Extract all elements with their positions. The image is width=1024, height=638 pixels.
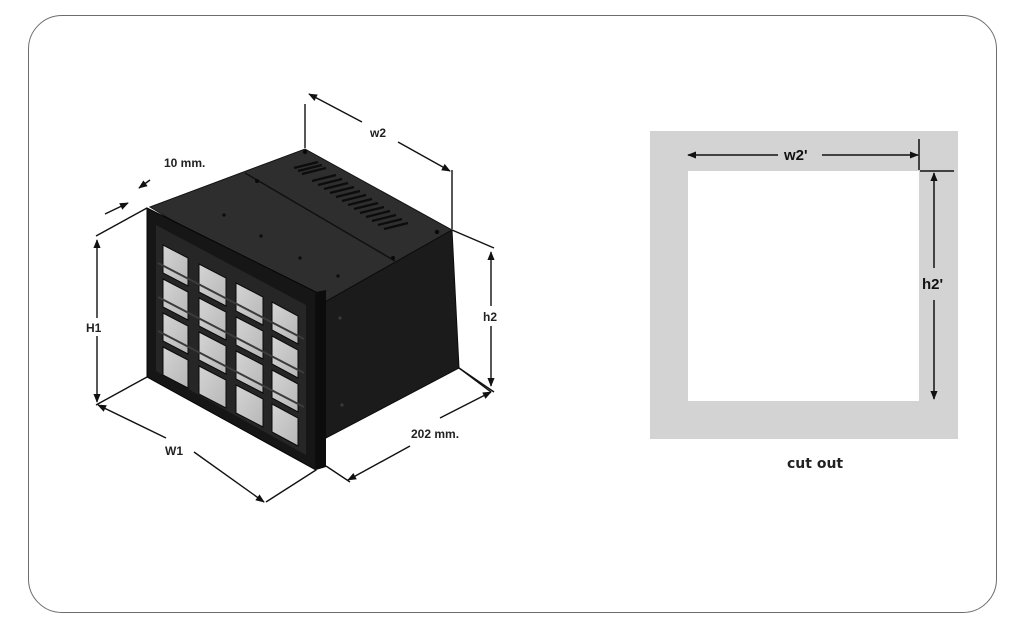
label-depth-side: 202 mm. <box>411 427 459 441</box>
label-depth-front: 10 mm. <box>164 156 205 170</box>
cutout-caption: cut out <box>787 456 843 472</box>
cutout-hole <box>688 171 919 401</box>
bezel-edge <box>316 290 326 470</box>
label-width-top: w2 <box>369 126 386 140</box>
top-screws <box>222 149 440 278</box>
label-cutout-height: h2' <box>922 276 943 293</box>
label-cutout-width: w2' <box>783 147 808 164</box>
label-height-side: h2 <box>483 310 497 324</box>
label-width-front: W1 <box>165 444 183 458</box>
dimension-lines <box>93 93 495 503</box>
row-separators <box>157 262 305 408</box>
vent-grille <box>293 160 409 231</box>
device-top-seam <box>244 172 396 262</box>
panel-cutout-icon <box>650 131 958 439</box>
panel-meter-3d-icon <box>146 148 460 471</box>
label-height-front: H1 <box>86 321 102 335</box>
cutout-dimension-lines <box>687 139 954 400</box>
